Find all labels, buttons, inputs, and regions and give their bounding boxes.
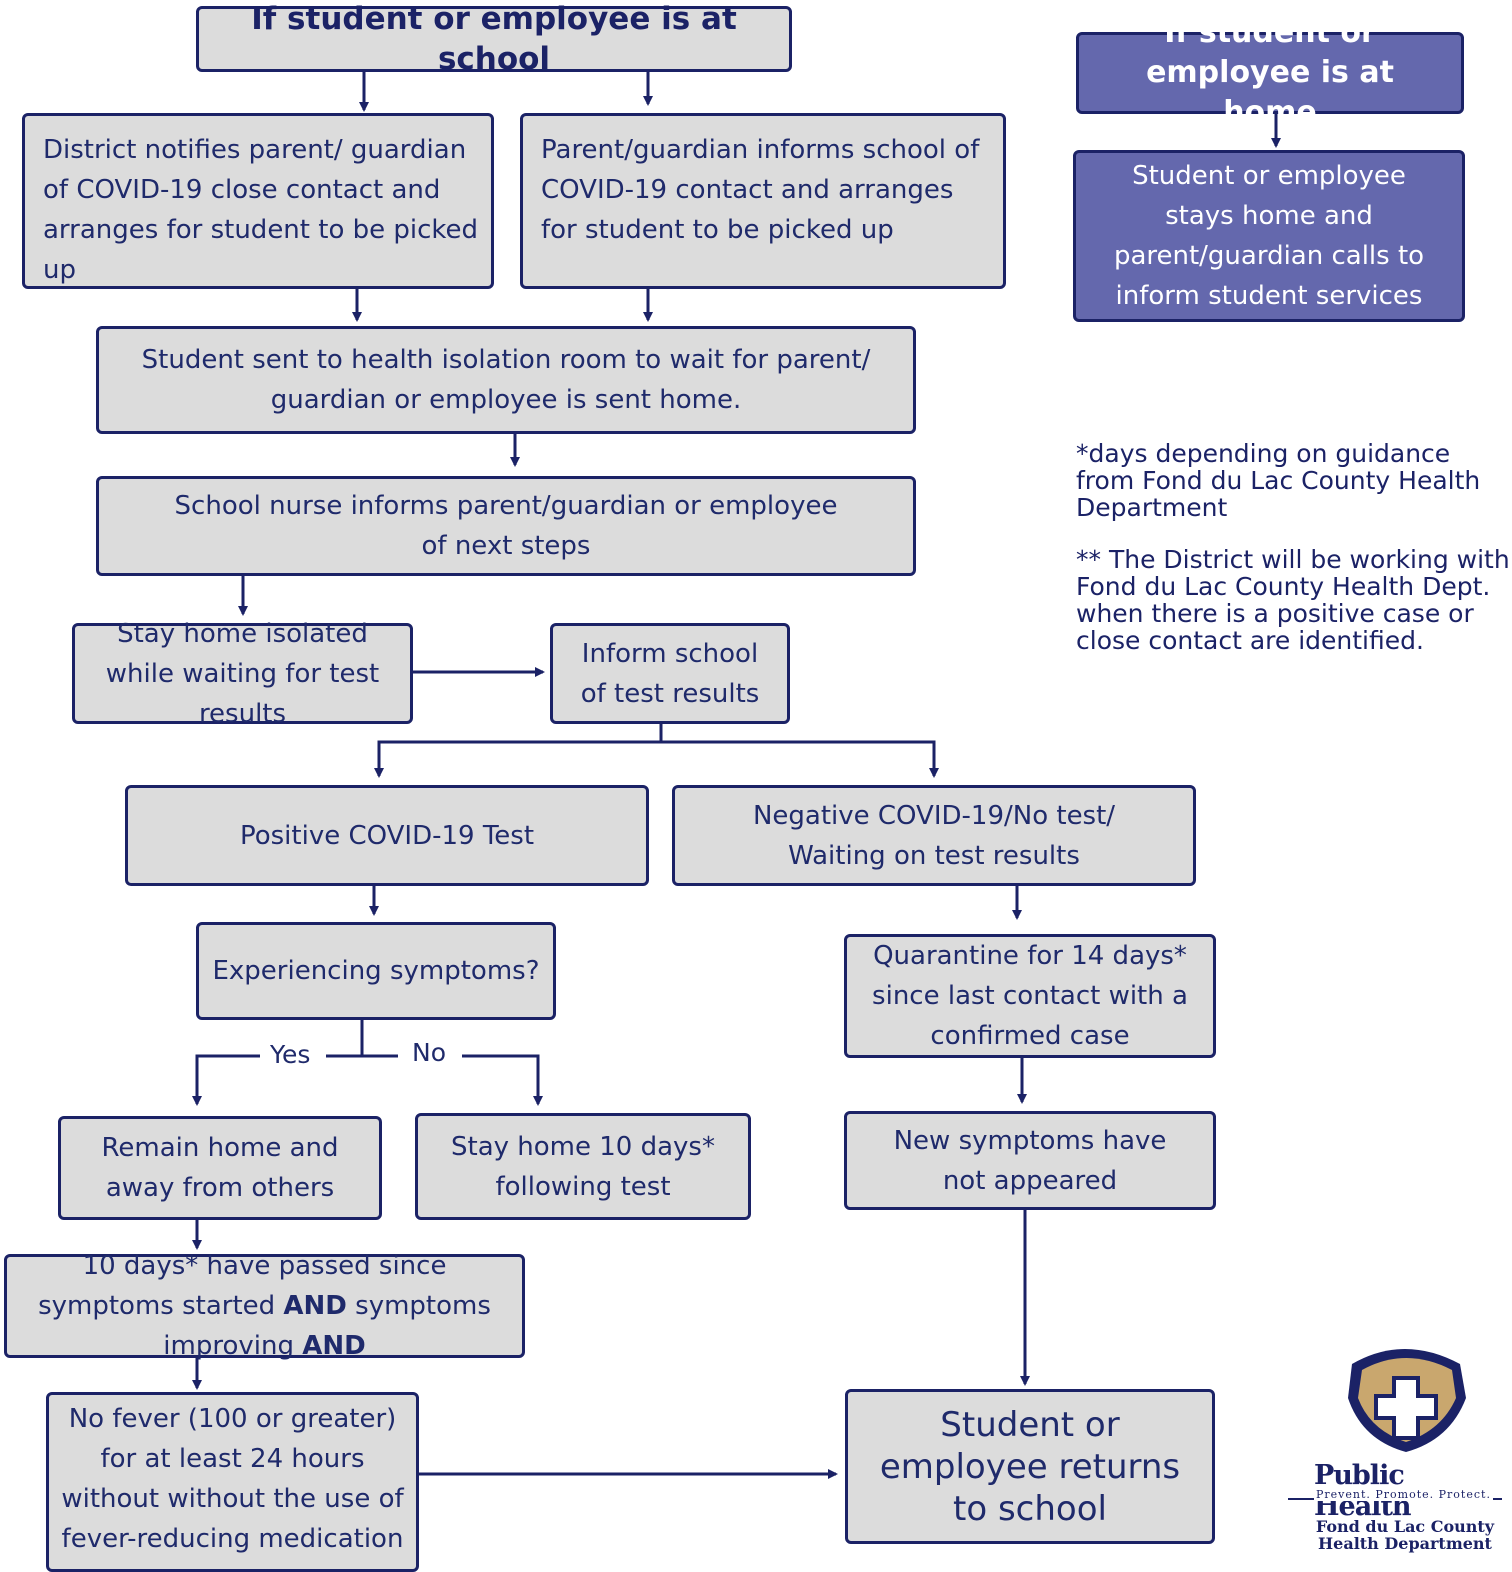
arrow-yes-branch (192, 1054, 260, 1106)
footnote-days: *days depending on guidance from Fond du… (1076, 439, 1481, 522)
school-header: If student or employee is at school (196, 1, 792, 77)
isolation-room-step: Student sent to health isolation room to… (96, 326, 916, 434)
fond-du-lac-logo: Public Health Prevent. Promote. Protect.… (1286, 1338, 1508, 1560)
and-emphasis-1: AND (283, 1291, 347, 1321)
days-passed-part-a: 10 days* have passed since symptoms star… (38, 1251, 447, 1321)
shield-cross-icon (1348, 1349, 1466, 1452)
home-step: Student or employee stays home and paren… (1073, 150, 1465, 322)
new-symptoms-step: New symptoms have not appeared (844, 1111, 1216, 1210)
no-fever-step: No fever (100 or greater) for at least 2… (46, 1392, 419, 1572)
stay-10-days-step: Stay home 10 days* following test (415, 1113, 751, 1220)
quarantine-step: Quarantine for 14 days* since last conta… (844, 934, 1216, 1058)
logo-tagline: Prevent. Promote. Protect. (1314, 1488, 1493, 1501)
days-passed-text: 10 days* have passed since symptoms star… (19, 1246, 510, 1366)
stay-isolated-step: Stay home isolated while waiting for tes… (72, 619, 413, 729)
inform-results-step: Inform school of test results (550, 623, 790, 724)
district-notifies-step: District notifies parent/ guardian of CO… (22, 113, 494, 289)
days-passed-step: 10 days* have passed since symptoms star… (4, 1251, 525, 1361)
arrow-inform-to-negative (661, 740, 939, 778)
remain-home-step: Remain home and away from others (58, 1116, 382, 1220)
arrow-inform-to-positive (374, 724, 663, 778)
negative-test-step: Negative COVID-19/No test/ Waiting on te… (672, 785, 1196, 886)
positive-test-step: Positive COVID-19 Test (125, 785, 649, 886)
days-passed-part-b: symptoms improving (163, 1291, 491, 1361)
no-label: No (406, 1038, 452, 1067)
logo-org: Fond du Lac County Health Department (1315, 1517, 1495, 1553)
symptoms-question: Experiencing symptoms? (196, 922, 556, 1020)
home-header: If student or employee is at home (1076, 15, 1464, 130)
footnote-district: ** The District will be working with Fon… (1076, 545, 1510, 655)
returns-to-school-step: Student or employee returns to school (845, 1389, 1215, 1544)
and-emphasis-2: AND (302, 1331, 366, 1361)
arrow-no-branch (462, 1054, 543, 1106)
yes-label: Yes (264, 1040, 317, 1069)
nurse-informs-step: School nurse informs parent/guardian or … (96, 476, 916, 576)
parent-informs-step: Parent/guardian informs school of COVID-… (520, 113, 1006, 289)
